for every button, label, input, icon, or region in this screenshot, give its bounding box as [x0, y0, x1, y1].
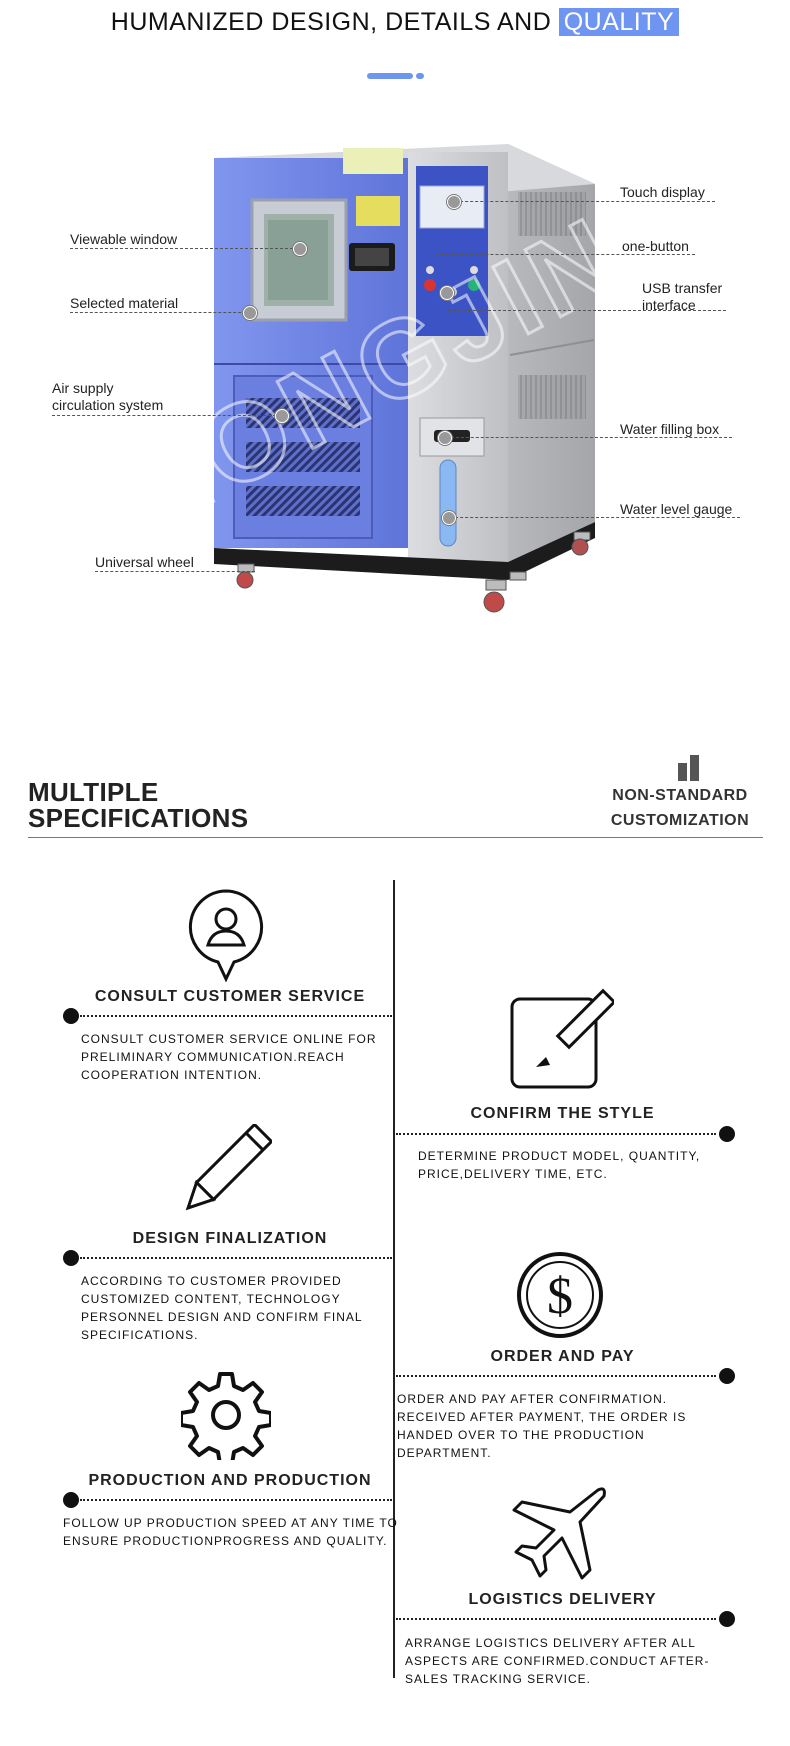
- callout-touch-display: Touch display: [620, 184, 705, 200]
- callout-selected-material: Selected material: [70, 295, 179, 311]
- title-underline-bar: [367, 73, 413, 79]
- step-title: ORDER AND PAY: [490, 1348, 635, 1365]
- specs-title-line1: MULTIPLE: [28, 777, 159, 807]
- step-title: CONSULT CUSTOMER SERVICE: [94, 988, 366, 1005]
- specs-title: MULTIPLE SPECIFICATIONS: [28, 779, 248, 831]
- callout-dot: [243, 306, 257, 320]
- step-dot: [63, 1250, 79, 1266]
- page-title: HUMANIZED DESIGN, DETAILS AND QUALITY: [0, 8, 790, 37]
- airplane-icon: [512, 1487, 606, 1580]
- gear-icon: [181, 1372, 271, 1460]
- callout-dot: [293, 242, 307, 256]
- customization-line2: CUSTOMIZATION: [610, 812, 750, 829]
- dollar-icon: $: [517, 1252, 603, 1338]
- step-rule: [80, 1257, 392, 1259]
- callout-dot: [442, 511, 456, 525]
- product-illustration: HONGJIN Viewable window Selected materia…: [0, 140, 790, 700]
- specs-title-line2: SPECIFICATIONS: [28, 803, 249, 833]
- step-description: ARRANGE LOGISTICS DELIVERY AFTER ALL ASP…: [405, 1636, 710, 1686]
- step-title: DESIGN FINALIZATION: [132, 1230, 328, 1247]
- step-description: ORDER AND PAY AFTER CONFIRMATION. RECEIV…: [397, 1392, 687, 1460]
- step-dot: [719, 1611, 735, 1627]
- step-description: CONSULT CUSTOMER SERVICE ONLINE FOR PREL…: [81, 1032, 377, 1082]
- step-rule: [80, 1015, 392, 1017]
- step-rule: [80, 1499, 392, 1501]
- bar-chart-icon: [678, 755, 699, 781]
- step-rule: [396, 1133, 716, 1135]
- callout-air-supply: Air supply circulation system: [52, 380, 164, 413]
- step-dot: [63, 1008, 79, 1024]
- callout-universal-wheel: Universal wheel: [95, 554, 194, 570]
- pencil-icon: [185, 1124, 272, 1211]
- svg-text:$: $: [547, 1268, 573, 1325]
- step-description: ACCORDING TO CUSTOMER PROVIDED CUSTOMIZE…: [81, 1274, 363, 1342]
- callout-line: [70, 248, 298, 249]
- step-description: FOLLOW UP PRODUCTION SPEED AT ANY TIME T…: [63, 1516, 398, 1548]
- customer-service-icon: [188, 889, 264, 983]
- callout-water-filling-box: Water filling box: [620, 421, 720, 437]
- callout-dot: [440, 286, 454, 300]
- callout-viewable-window: Viewable window: [70, 231, 178, 247]
- callout-dot: [447, 195, 461, 209]
- climate-chamber-image: HONGJIN: [102, 144, 642, 613]
- step-description: DETERMINE PRODUCT MODEL, QUANTITY, PRICE…: [418, 1149, 701, 1181]
- edit-icon: [510, 988, 614, 1089]
- callout-line: [455, 201, 715, 202]
- timeline-axis: [393, 880, 395, 1678]
- callout-line: [52, 415, 281, 416]
- callout-line: [450, 517, 740, 518]
- step-title: CONFIRM THE STYLE: [470, 1105, 655, 1122]
- callout-line: [435, 254, 695, 255]
- callout-usb-interface: USB transfer interface: [642, 280, 723, 313]
- callout-water-level-gauge: Water level gauge: [620, 501, 733, 517]
- step-title: PRODUCTION AND PRODUCTION: [88, 1472, 372, 1489]
- customization-line1: NON-STANDARD: [612, 787, 748, 804]
- section-divider: [28, 837, 763, 838]
- step-rule: [396, 1375, 716, 1377]
- customization-label: NON-STANDARD CUSTOMIZATION: [600, 783, 760, 833]
- callout-line: [95, 571, 255, 572]
- callout-line: [446, 437, 732, 438]
- step-rule: [396, 1618, 716, 1620]
- title-text: HUMANIZED DESIGN, DETAILS AND: [110, 8, 559, 36]
- step-title: LOGISTICS DELIVERY: [468, 1591, 657, 1608]
- step-dot: [63, 1492, 79, 1508]
- title-highlight: QUALITY: [558, 8, 680, 36]
- title-underline-dot: [416, 73, 424, 79]
- callout-line: [70, 312, 251, 313]
- callout-dot: [438, 431, 452, 445]
- callout-one-button: one-button: [622, 238, 689, 254]
- callout-dot: [275, 409, 289, 423]
- callout-line: [448, 310, 726, 311]
- step-dot: [719, 1126, 735, 1142]
- step-dot: [719, 1368, 735, 1384]
